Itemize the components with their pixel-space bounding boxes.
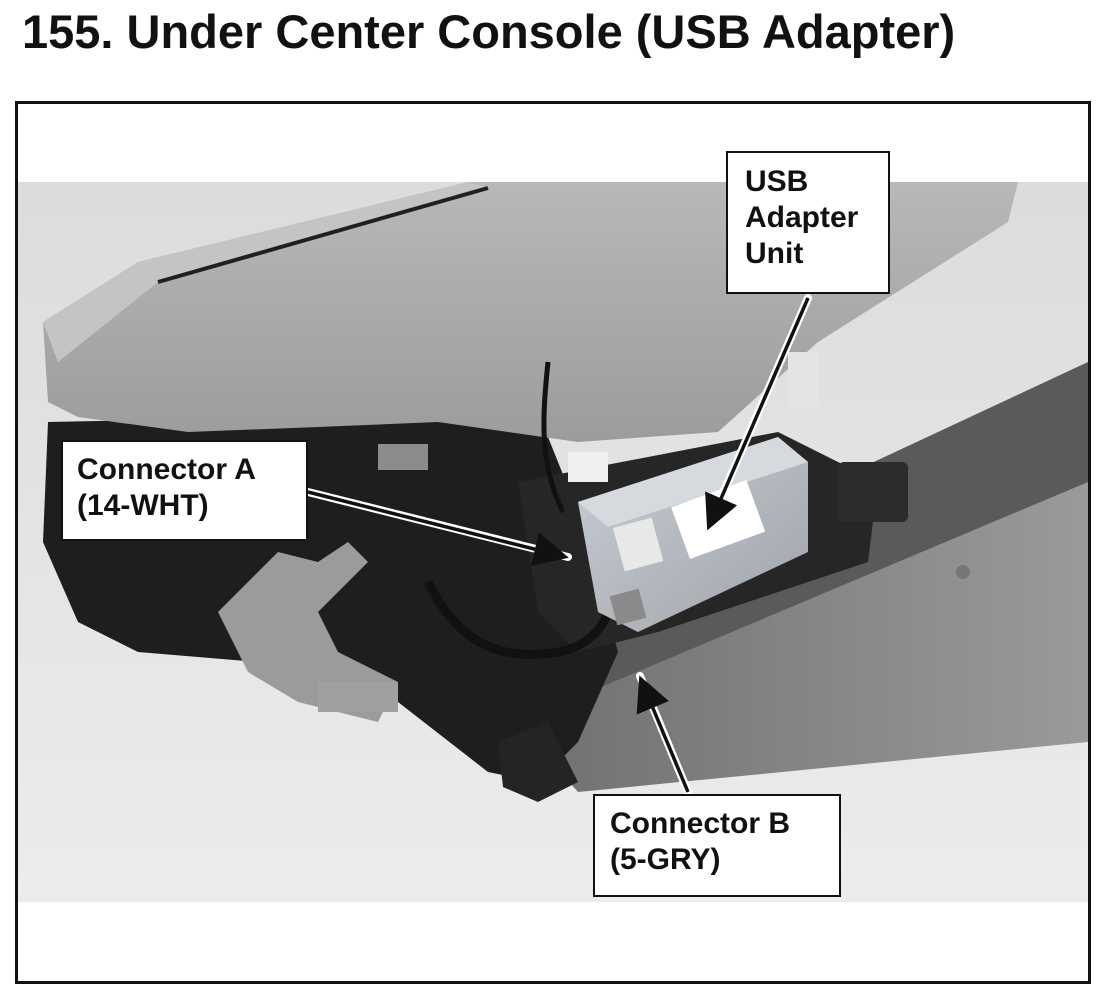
connector-b-arrow	[636, 675, 690, 793]
callout-line: Connector B	[610, 807, 790, 840]
metal-bracket	[218, 542, 398, 722]
connector-a-arrow	[307, 490, 569, 567]
small-label	[568, 452, 608, 482]
callout-line: (5-GRY)	[610, 843, 721, 876]
wire-harness-upper	[541, 361, 566, 514]
connector-a-callout: Connector A (14-WHT)	[61, 440, 308, 541]
callout-line: Adapter	[745, 201, 859, 234]
connector-b-callout: Connector B (5-GRY)	[593, 794, 841, 897]
callout-line: Unit	[745, 237, 804, 270]
usb-adapter-arrow	[705, 297, 810, 531]
page-title: 155. Under Center Console (USB Adapter)	[22, 5, 956, 58]
upper-connector	[788, 352, 818, 407]
mounting-foot	[498, 722, 578, 802]
connector-b-plug	[609, 588, 647, 626]
wire-harness	[423, 579, 613, 659]
callout-line: Connector A	[77, 453, 256, 486]
lid-seam	[157, 186, 489, 284]
connector-a-plug	[612, 517, 664, 572]
lid-tab	[378, 444, 428, 470]
lower-bracket	[318, 682, 398, 712]
callout-line: (14-WHT)	[77, 489, 209, 522]
module-top-face	[578, 437, 808, 527]
screw-hole	[956, 565, 970, 579]
usb-adapter-unit-callout: USB Adapter Unit	[726, 151, 890, 294]
bracket-clip	[838, 462, 908, 522]
callout-line: USB	[745, 165, 809, 198]
